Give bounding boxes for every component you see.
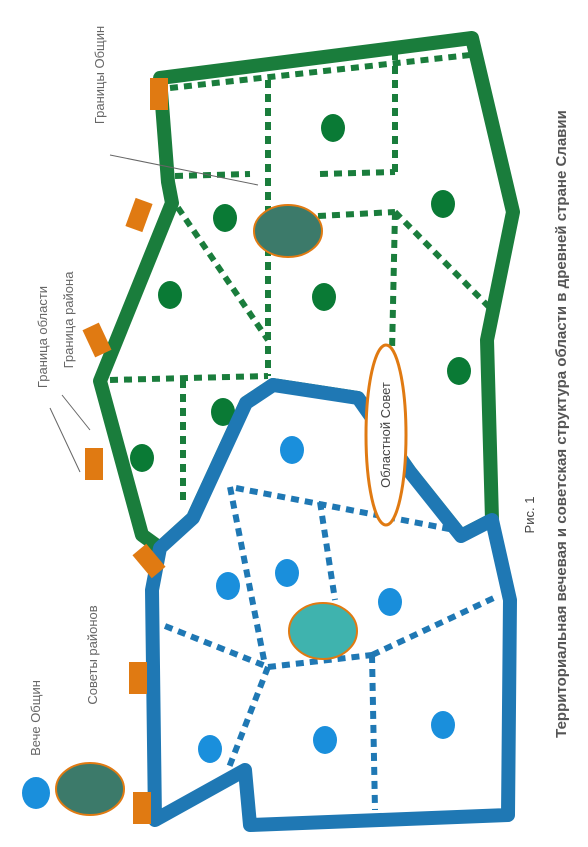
- border-marker: [132, 543, 166, 579]
- community-border-label: Границы Общин: [92, 26, 107, 124]
- legend-district-council-icon: [55, 762, 125, 816]
- green-community-veche: [130, 444, 154, 472]
- figure-caption: Территориальная вечевая и советская стру…: [553, 110, 570, 738]
- legend-community-veche-icon: [22, 777, 50, 809]
- border-marker: [150, 78, 168, 110]
- green-community-veche: [213, 204, 237, 232]
- blue-community-veche: [275, 559, 299, 587]
- green-community-veche: [211, 398, 235, 426]
- blue-district-council: [288, 602, 358, 660]
- border-marker: [129, 662, 147, 694]
- blue-community-veche: [280, 436, 304, 464]
- blue-community-veche: [198, 735, 222, 763]
- green-community-veche: [158, 281, 182, 309]
- region-border-label: Граница области: [35, 286, 50, 388]
- green-community-veche: [431, 190, 455, 218]
- green-community-veche: [321, 114, 345, 142]
- border-marker: [82, 322, 112, 358]
- green-district-council: [253, 204, 323, 258]
- green-community-veche: [447, 357, 471, 385]
- green-community-veche: [312, 283, 336, 311]
- leader-lines: [49, 154, 259, 473]
- blue-community-veche: [313, 726, 337, 754]
- regional-council-label: Областной Совет: [378, 382, 393, 488]
- legend-community-veche-label: Вече Общин: [28, 680, 43, 756]
- border-marker: [85, 448, 103, 480]
- blue-community-nodes: [198, 436, 455, 763]
- legend-district-council-label: Советы районов: [85, 605, 100, 704]
- blue-community-veche: [216, 572, 240, 600]
- blue-district-borders: [163, 485, 500, 811]
- legend: Вече Общин Советы районов: [22, 605, 125, 816]
- regional-council-oval: [364, 343, 408, 527]
- border-marker: [133, 792, 151, 824]
- border-marker: [125, 197, 153, 233]
- blue-community-veche: [431, 711, 455, 739]
- green-community-nodes: [130, 114, 471, 472]
- figure-label: Рис. 1: [522, 497, 537, 534]
- border-markers: [82, 78, 168, 824]
- district-border-label: Граница района: [61, 271, 76, 369]
- blue-community-veche: [378, 588, 402, 616]
